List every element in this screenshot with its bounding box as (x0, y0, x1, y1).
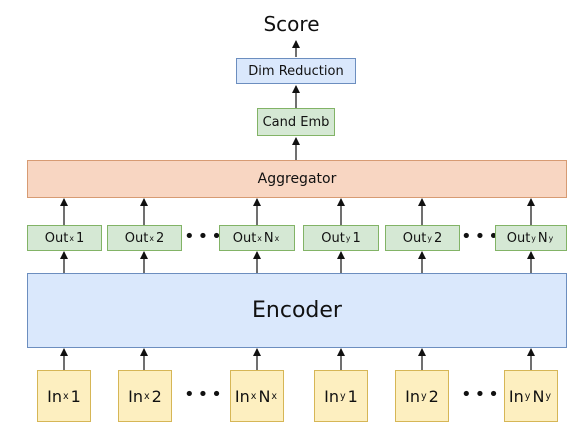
output-ellipsis-y: ••• (461, 226, 502, 247)
aggregator-box: Aggregator (27, 160, 567, 198)
output-ellipsis-x: ••• (184, 226, 225, 247)
dim-reduction-box: Dim Reduction (236, 58, 356, 84)
input-ellipsis-y: ••• (461, 384, 502, 405)
score-label: Score (263, 12, 320, 36)
input-ellipsis-x: ••• (184, 384, 225, 405)
encoder-box: Encoder (27, 273, 567, 348)
cand-emb-box: Cand Emb (257, 108, 335, 136)
